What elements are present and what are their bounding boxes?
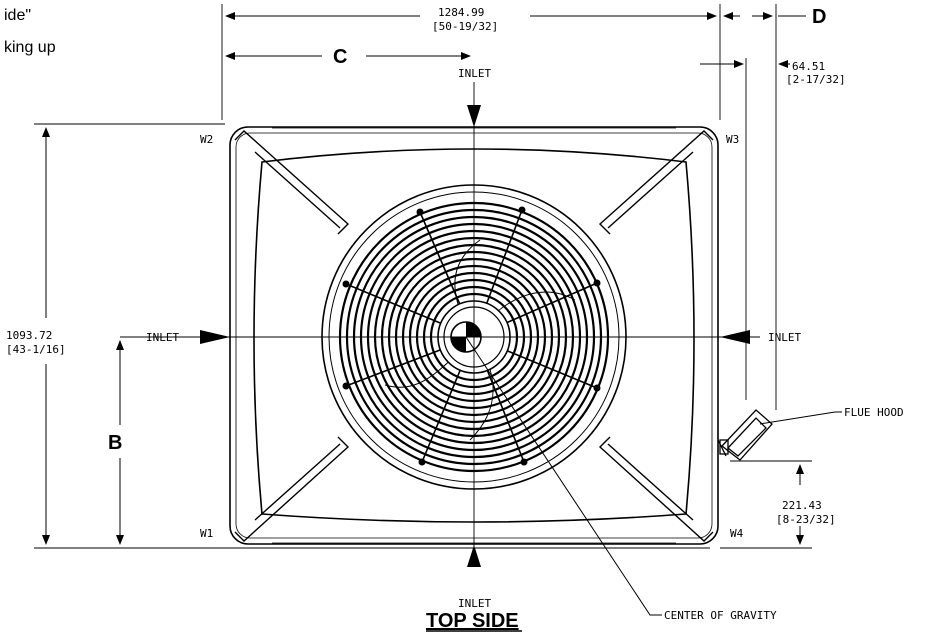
- note-line-1: ide": [4, 7, 31, 24]
- dim-width-mm: 1284.99: [438, 6, 484, 19]
- extension-lines: [34, 4, 812, 549]
- corner-label-w2: W2: [200, 133, 213, 146]
- flue-hood: [717, 409, 773, 461]
- dim-width-in: [50-19/32]: [432, 20, 498, 33]
- dim-flue-height-mm: 221.43: [782, 499, 822, 512]
- callout-flue-hood: FLUE HOOD: [844, 406, 904, 419]
- inlet-arrows: [200, 105, 750, 567]
- dim-flue-offset-mm: 64.51: [792, 60, 825, 73]
- inlet-label-right: INLET: [768, 331, 801, 344]
- corner-label-w4: W4: [730, 527, 744, 540]
- inlet-label-top: INLET: [458, 67, 491, 80]
- dim-flue-offset-in: [2-17/32]: [786, 73, 846, 86]
- corner-label-w3: W3: [726, 133, 739, 146]
- label-d: D: [812, 6, 826, 28]
- inlet-arrow-left: [200, 330, 230, 344]
- inlet-arrow-right: [720, 330, 750, 344]
- inlet-label-left: INLET: [146, 331, 179, 344]
- inlet-label-bottom: INLET: [458, 597, 491, 610]
- corner-label-w1: W1: [200, 527, 213, 540]
- inlet-arrow-bottom: [467, 545, 481, 567]
- dim-depth-mm: 1093.72: [6, 329, 52, 342]
- dim-flue-height-in: [8-23/32]: [776, 513, 836, 526]
- spoke-rivets: [342, 206, 601, 466]
- corner-braces: [234, 130, 714, 542]
- callout-center-of-gravity: CENTER OF GRAVITY: [664, 609, 777, 622]
- dim-depth-in: [43-1/16]: [6, 343, 66, 356]
- view-title: TOP SIDE: [426, 610, 519, 632]
- note-line-2: king up: [4, 39, 56, 56]
- callout-leaders: [465, 336, 842, 616]
- label-c: C: [333, 46, 347, 68]
- inlet-arrow-top: [467, 105, 481, 127]
- label-b: B: [108, 432, 122, 454]
